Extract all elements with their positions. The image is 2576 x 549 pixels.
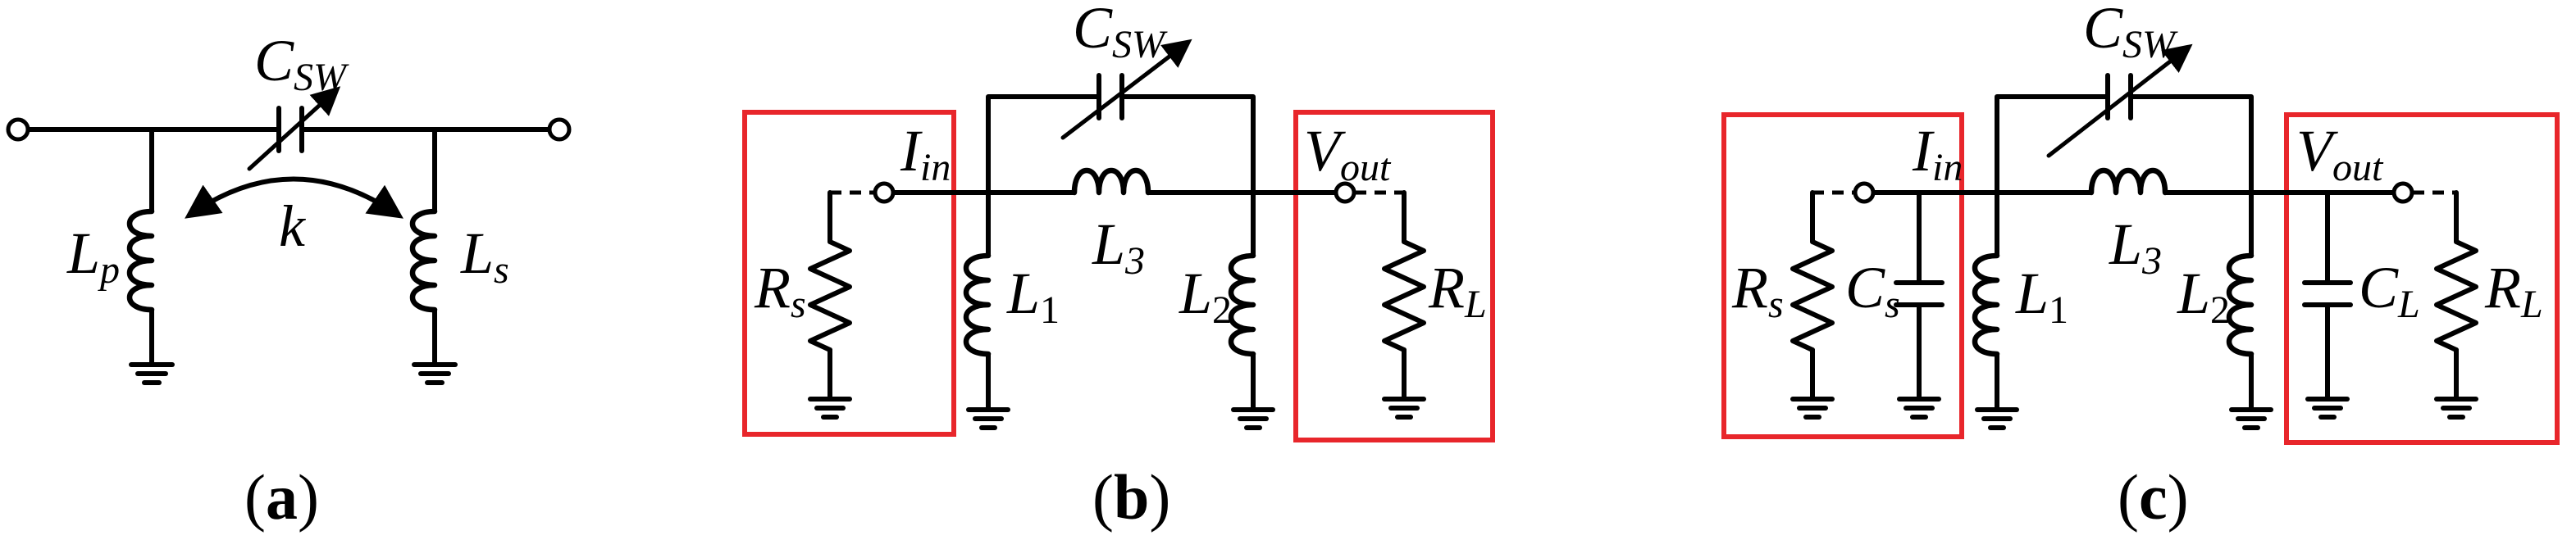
label-ls: Ls bbox=[460, 220, 509, 292]
label-l2: L2 bbox=[2177, 261, 2230, 332]
capacitor-cs bbox=[1894, 280, 1945, 307]
label-cs: Cs bbox=[1845, 255, 1900, 326]
label-csw: CSW bbox=[1073, 0, 1168, 66]
label-l1: L1 bbox=[2015, 261, 2068, 332]
inductor-l3 bbox=[1071, 167, 1151, 196]
inductor-ls bbox=[409, 208, 438, 313]
caption-a: (a) bbox=[244, 461, 319, 533]
label-csw: CSW bbox=[2083, 0, 2178, 66]
capacitor-csw bbox=[247, 86, 341, 171]
label-rs: Rs bbox=[754, 255, 806, 326]
panel-b: Rs L3 Iin CSW L1 bbox=[742, 0, 1495, 533]
label-l2: L2 bbox=[1179, 261, 1232, 332]
capacitor-csw bbox=[1060, 39, 1192, 140]
label-l1: L1 bbox=[1006, 261, 1060, 332]
ground-lp bbox=[129, 362, 175, 385]
label-csw: CSW bbox=[254, 28, 349, 99]
label-rl: RL bbox=[1428, 255, 1487, 326]
terminal-out bbox=[1334, 181, 1356, 204]
terminal-in bbox=[873, 181, 896, 204]
ground-rs bbox=[1790, 397, 1835, 420]
resistor-rs bbox=[1790, 239, 1835, 352]
resistor-rl bbox=[2434, 239, 2478, 352]
label-k: k bbox=[279, 193, 307, 259]
ground-l2 bbox=[2229, 407, 2273, 430]
label-lp: Lp bbox=[66, 220, 120, 292]
caption-c: (c) bbox=[2118, 461, 2189, 533]
panel-a: CSW Lp Ls k (a) bbox=[6, 28, 572, 533]
resistor-rs bbox=[808, 239, 852, 352]
source-box bbox=[742, 110, 956, 437]
terminal-right bbox=[547, 117, 572, 142]
inductor-l1 bbox=[963, 252, 992, 357]
ground-l2 bbox=[1231, 407, 1275, 430]
ground-cl bbox=[2305, 397, 2350, 420]
label-vout: Vout bbox=[1304, 118, 1392, 189]
label-vout: Vout bbox=[2296, 118, 2384, 189]
terminal-in bbox=[1853, 181, 1876, 204]
capacitor-csw bbox=[2046, 43, 2193, 158]
inductor-l2 bbox=[2226, 252, 2255, 357]
label-iin: Iin bbox=[1912, 118, 1963, 189]
label-iin: Iin bbox=[900, 118, 951, 189]
load-box bbox=[2284, 112, 2560, 445]
label-cl: CL bbox=[2359, 255, 2420, 326]
ground-rs bbox=[808, 397, 852, 420]
capacitor-cl bbox=[2302, 280, 2353, 307]
panel-c: Rs Cs L3 Iin CSW bbox=[1721, 0, 2560, 533]
ground-l1 bbox=[1975, 407, 2019, 430]
source-box bbox=[1721, 112, 1964, 439]
ground-l1 bbox=[966, 407, 1010, 430]
resistor-rl bbox=[1382, 239, 1426, 352]
ground-ls bbox=[412, 362, 458, 385]
label-rl: RL bbox=[2484, 255, 2543, 326]
ground-cs bbox=[1897, 397, 1941, 420]
terminal-out bbox=[2391, 181, 2414, 204]
label-rs: Rs bbox=[1731, 255, 1784, 326]
label-l3: L3 bbox=[1092, 211, 1145, 283]
label-l3: L3 bbox=[2109, 211, 2162, 283]
inductor-lp bbox=[126, 208, 155, 313]
caption-b: (b) bbox=[1092, 461, 1170, 533]
ground-rl bbox=[1382, 397, 1426, 420]
inductor-l2 bbox=[1228, 252, 1256, 357]
ground-rl bbox=[2434, 397, 2478, 420]
load-box bbox=[1293, 110, 1495, 442]
coupling-arrow-k bbox=[185, 176, 403, 219]
terminal-left bbox=[6, 117, 30, 142]
inductor-l3 bbox=[2088, 167, 2168, 196]
inductor-l1 bbox=[1972, 252, 2000, 357]
